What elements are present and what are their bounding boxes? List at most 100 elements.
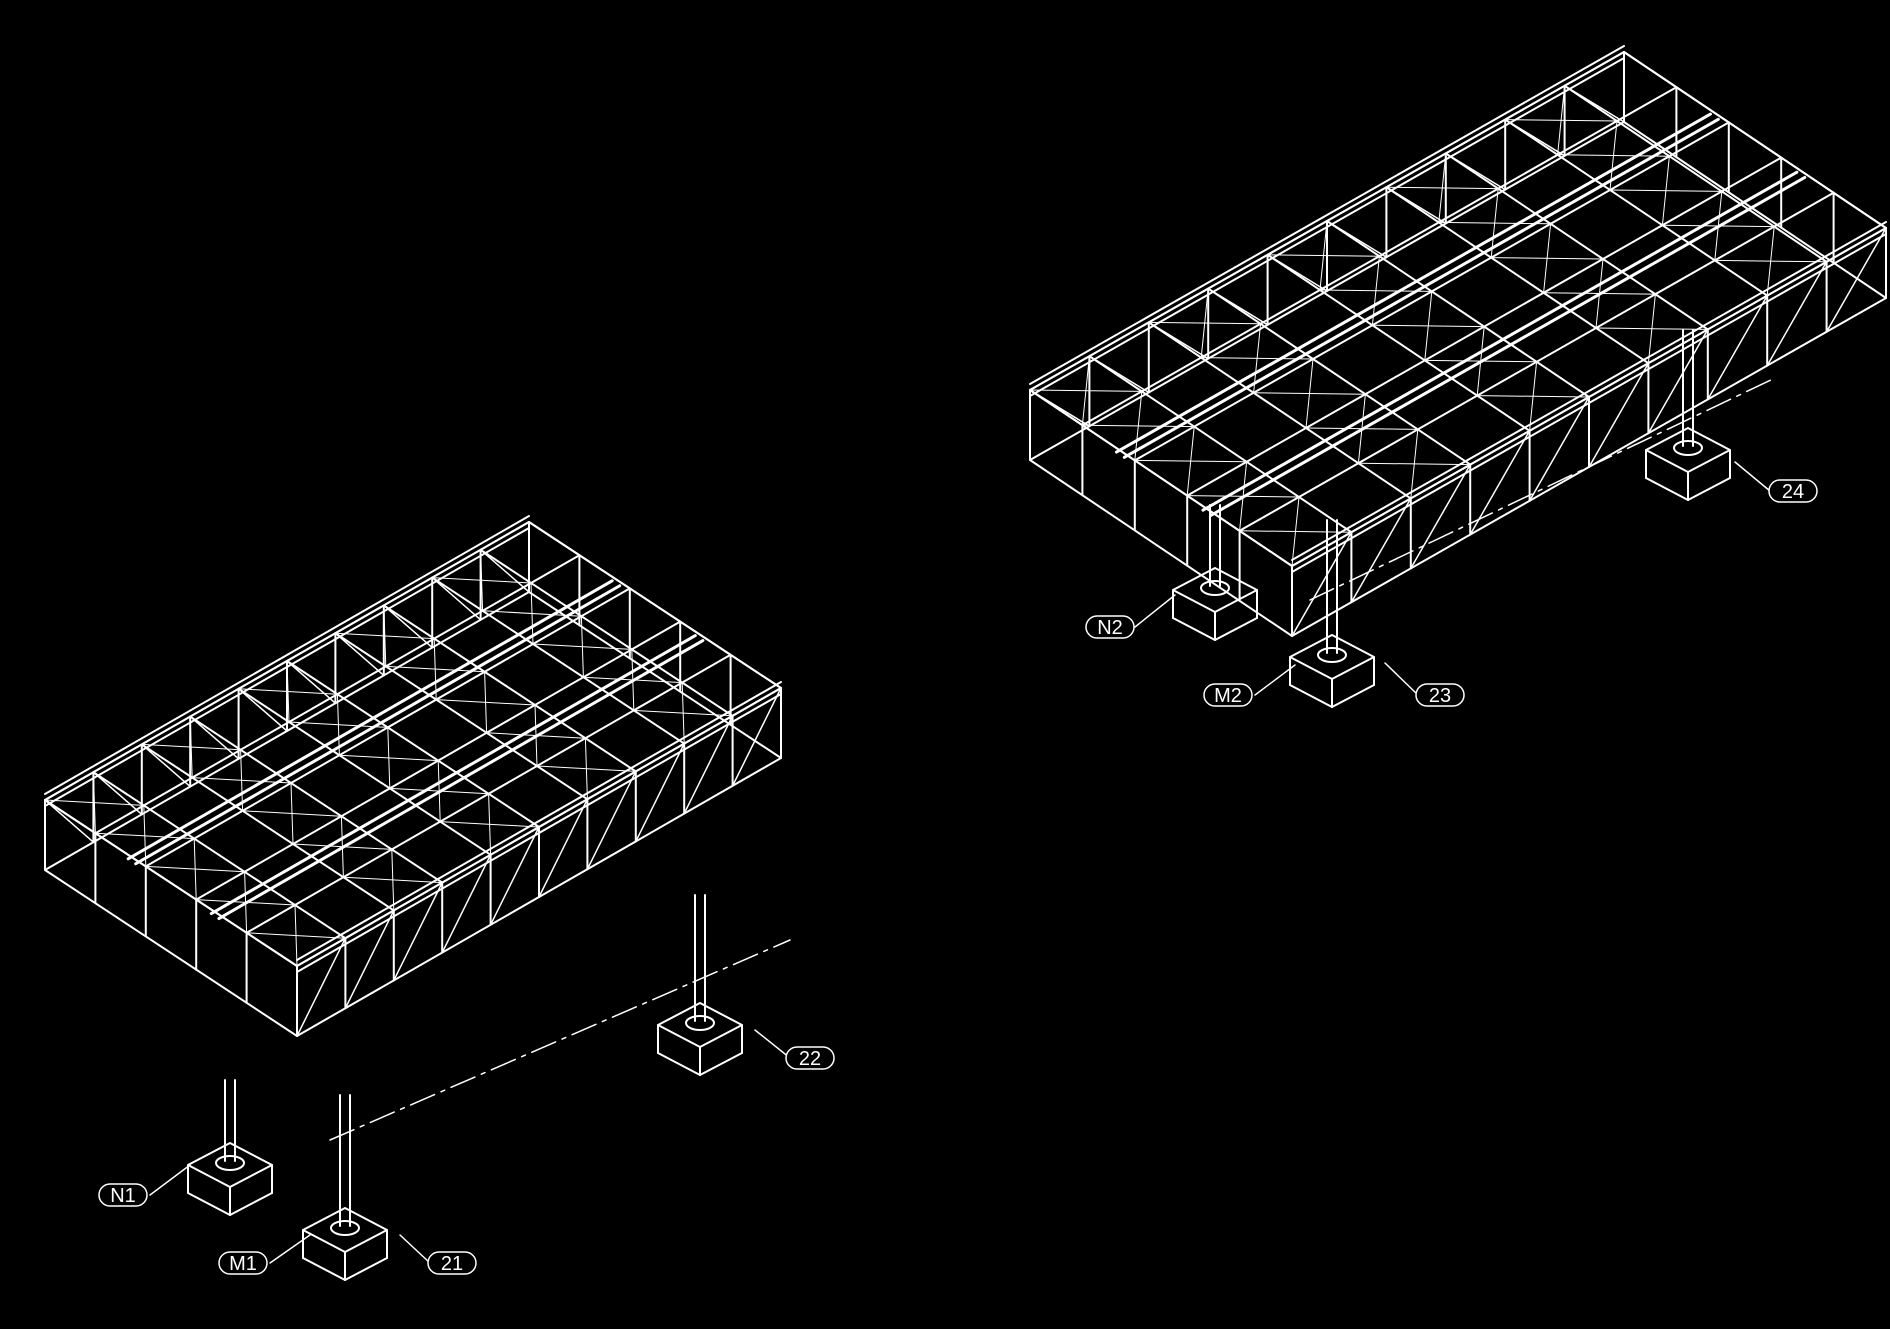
roof-brace (1661, 155, 1670, 226)
callout-label-24: 24 (1782, 481, 1804, 503)
col-n-edge (187, 1192, 231, 1216)
roof-rail (1029, 45, 1625, 385)
brace (1766, 261, 1828, 367)
roof-joist (189, 715, 444, 884)
roof-brace (290, 782, 294, 845)
callout-label-23: 23 (1429, 685, 1451, 707)
roof-joist (1088, 355, 1353, 534)
roof-brace (1371, 255, 1380, 326)
col-m-edge (1331, 684, 1375, 708)
brace (286, 660, 337, 704)
roof-rail (1291, 221, 1887, 561)
brace (92, 771, 143, 816)
grid-line (1309, 377, 1776, 601)
col-m-edge (344, 1257, 388, 1281)
col-n-footing-top (1172, 567, 1258, 613)
brace (1148, 321, 1209, 360)
main-beam (1209, 175, 1807, 517)
roof-brace (1134, 390, 1143, 461)
main-beam (209, 634, 697, 916)
callout-bubble (427, 1251, 477, 1275)
roof-rail (44, 515, 530, 795)
col-m-footing-top (302, 1207, 388, 1253)
roof-brace (1766, 226, 1775, 297)
brace (1350, 497, 1412, 603)
callout-label-n1: N1 (110, 1185, 136, 1207)
roof-brace (488, 793, 492, 856)
brace (1029, 389, 1091, 427)
col-m-footing-top (1289, 634, 1375, 680)
roof-brace (294, 904, 298, 967)
roof-joist (140, 743, 395, 912)
callout-leader (149, 1164, 191, 1196)
callout-leader (1734, 461, 1771, 492)
roof-brace (480, 549, 484, 612)
brace (1825, 227, 1887, 333)
roof-joist (1207, 287, 1472, 466)
brace (1504, 118, 1566, 157)
brace (1588, 362, 1650, 468)
callout-label-21: 21 (441, 1253, 463, 1275)
roof-brace (580, 615, 584, 678)
roof-brace (1490, 188, 1499, 259)
col-n-baseplate (1200, 580, 1230, 596)
brace (538, 798, 589, 898)
roof-brace (1609, 120, 1618, 191)
roof-brace (1410, 428, 1419, 499)
col-n-edge (1172, 617, 1216, 641)
roof-joist (237, 687, 492, 856)
roof-joist (1623, 51, 1887, 229)
col-b-footing-top (1645, 427, 1731, 473)
roof-joist (1385, 186, 1650, 365)
col-n-footing-top (187, 1142, 273, 1188)
callout-bubble (1415, 683, 1465, 707)
brace (1707, 294, 1768, 401)
col-n-edge (229, 1192, 273, 1216)
roof-brace (286, 660, 290, 723)
roof-brace (143, 804, 147, 867)
brace (441, 854, 492, 954)
roof-brace (433, 638, 437, 701)
roof-brace (1543, 223, 1552, 294)
brace (1385, 186, 1447, 225)
col-m-baseplate (330, 1220, 360, 1236)
col-b-edge (657, 1052, 701, 1076)
col-b-edge (699, 1052, 743, 1076)
roof-joist (1029, 389, 1293, 567)
col-b-baseplate (1673, 440, 1703, 456)
roof-joist (1147, 321, 1412, 500)
roof-brace (1424, 290, 1433, 361)
brace (344, 909, 395, 1009)
roof-joist (334, 632, 589, 801)
base-outline (1029, 121, 1887, 637)
brace (334, 632, 385, 677)
roof-brace (1081, 355, 1090, 426)
callout-label-m1: M1 (229, 1253, 257, 1275)
roof-brace (1529, 361, 1538, 432)
roof-joist (1266, 253, 1531, 432)
brace (1088, 355, 1150, 394)
roof-brace (383, 604, 387, 667)
brace (586, 770, 637, 870)
callout-leader (1384, 662, 1419, 696)
roof-brace (584, 737, 588, 800)
col-m-edge (302, 1257, 346, 1281)
brace (383, 604, 433, 649)
brace (1291, 531, 1353, 637)
roof-brace (1647, 293, 1656, 364)
col-m-baseplate (1317, 647, 1347, 663)
brace (1445, 152, 1506, 191)
roof-joist (1444, 152, 1709, 331)
main-beam (134, 584, 622, 866)
roof-brace (1253, 323, 1262, 394)
roof-brace (484, 671, 488, 734)
brace (1326, 220, 1388, 258)
brace (489, 826, 540, 926)
roof-brace (189, 716, 193, 779)
brace (44, 799, 95, 843)
callout-leader (399, 1234, 431, 1264)
callout-bubble (1768, 479, 1818, 503)
main-beam (1201, 170, 1799, 512)
